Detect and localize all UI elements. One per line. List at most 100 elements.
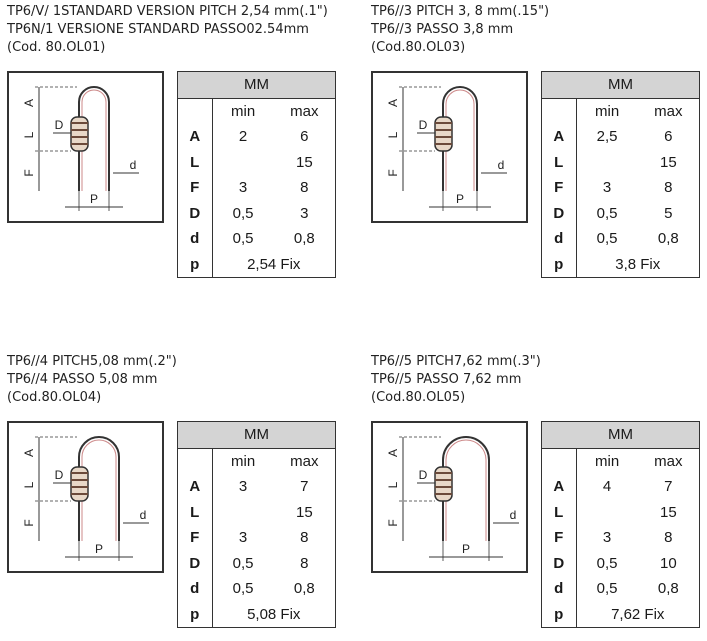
resistor-body (70, 116, 89, 152)
min-value: 3 (602, 179, 612, 197)
table-header-unit: MM (541, 421, 700, 449)
min-value: 3 (602, 529, 612, 547)
variant-code: (Cod.80.OL04) (7, 390, 102, 405)
pitch-value: 2,54 Fix (247, 255, 301, 273)
param-label: F (177, 175, 213, 201)
dim-label-f: F (386, 519, 400, 526)
pitch-value: 3,8 Fix (615, 255, 661, 273)
min-value: 0,5 (232, 230, 254, 248)
dim-label-d-wire: d (510, 508, 517, 522)
param-label: A (177, 124, 213, 150)
dim-label-p: P (456, 192, 464, 206)
dim-label-a: A (22, 449, 36, 457)
dim-label-l: L (22, 481, 36, 488)
min-value: 3 (238, 179, 248, 197)
column-header-max: max (654, 452, 683, 470)
min-value: 4 (602, 478, 612, 496)
param-label: L (177, 149, 213, 175)
param-label: d (177, 226, 213, 252)
param-label: F (177, 525, 213, 551)
min-value: 0,5 (596, 230, 618, 248)
dim-label-f: F (386, 169, 400, 176)
variant-title-en: TP6//4 PITCH5,08 mm(.2") (7, 354, 177, 369)
lead-wire-highlight (445, 439, 487, 541)
max-value: 15 (296, 503, 313, 521)
dim-label-d-body: D (55, 468, 64, 482)
dim-label-a: A (386, 99, 400, 107)
param-label: p (541, 251, 577, 278)
table-header-unit: MM (177, 71, 336, 99)
table-header-unit: MM (177, 421, 336, 449)
table-row: L 15 (541, 499, 700, 526)
column-header-min: min (595, 102, 620, 120)
dim-label-l: L (386, 481, 400, 488)
dim-label-l: L (22, 131, 36, 138)
variant-description: TP6/V/ 1STANDARD VERSION PITCH 2,54 mm(.… (7, 3, 367, 57)
param-label: p (541, 601, 577, 628)
variant-code: (Cod.80.OL05) (371, 390, 466, 405)
table-row: L 15 (177, 149, 336, 175)
dim-label-d-body: D (419, 468, 428, 482)
column-header-max: max (654, 102, 683, 120)
max-value: 7 (664, 478, 673, 496)
max-value: 8 (300, 554, 309, 572)
dim-label-f: F (22, 169, 36, 176)
param-label: L (541, 499, 577, 525)
min-value (576, 500, 638, 526)
resistor-body (434, 116, 453, 152)
variant-code: (Cod.80.OL03) (371, 40, 466, 55)
max-value: 15 (296, 153, 313, 171)
param-label: p (177, 601, 213, 628)
dim-label-d-wire: d (498, 158, 505, 172)
max-value: 8 (300, 529, 309, 547)
max-value: 10 (660, 554, 677, 572)
resistor-body (70, 466, 89, 502)
min-value: 0,5 (232, 554, 254, 572)
dim-label-d-wire: d (140, 508, 147, 522)
dim-label-p: P (90, 192, 98, 206)
variant-title-en: TP6/V/ 1STANDARD VERSION PITCH 2,54 mm(.… (7, 4, 328, 19)
min-value: 2,5 (596, 128, 618, 146)
min-value: 0,5 (596, 554, 618, 572)
min-value: 0,5 (232, 580, 254, 598)
dim-label-a: A (386, 449, 400, 457)
lead-wire (78, 436, 120, 541)
min-value: 0,5 (596, 204, 618, 222)
min-value (576, 150, 638, 176)
max-value: 8 (664, 179, 673, 197)
dim-label-d-body: D (55, 118, 64, 132)
column-header-max: max (290, 452, 319, 470)
param-label: A (541, 124, 577, 150)
param-label: A (177, 474, 213, 500)
max-value: 5 (664, 204, 673, 222)
max-value: 15 (660, 153, 677, 171)
lead-wire (442, 436, 490, 541)
column-header-min: min (595, 452, 620, 470)
dim-label-f: F (22, 519, 36, 526)
dim-label-a: A (22, 99, 36, 107)
max-value: 8 (664, 529, 673, 547)
lead-wire (78, 86, 110, 191)
max-value: 15 (660, 503, 677, 521)
min-value: 0,5 (596, 580, 618, 598)
lead-wire-highlight (445, 89, 475, 191)
